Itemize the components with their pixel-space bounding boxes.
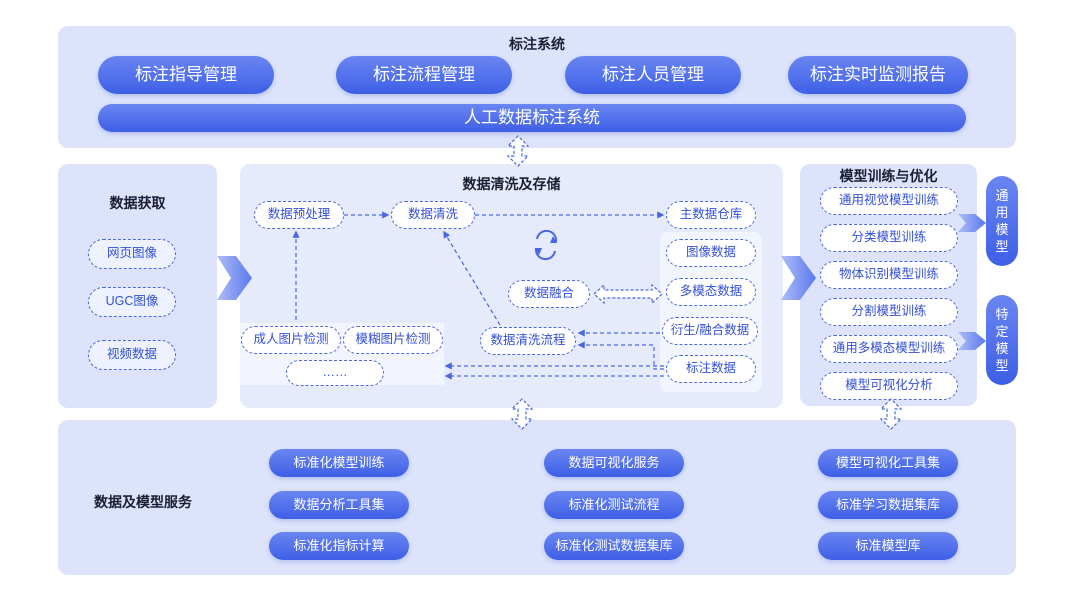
data-cleaning-title: 数据清洗及存储	[462, 176, 561, 192]
annotation-system-title: 标注系统	[509, 36, 565, 52]
object-detect-train[interactable]: 物体识别模型训练	[820, 261, 958, 289]
derived-node[interactable]: 衍生/融合数据	[662, 317, 758, 345]
video-data-source[interactable]: 视频数据	[88, 340, 176, 370]
general-model-tab[interactable]: 通 用 模 型	[986, 176, 1018, 266]
std-test-flow-button[interactable]: 标准化测试流程	[544, 491, 684, 519]
general-model-char-3: 模	[995, 222, 1009, 237]
data-visual-service-button[interactable]: 数据可视化服务	[544, 449, 684, 477]
warehouse-node[interactable]: 主数据仓库	[666, 201, 756, 229]
general-model-char-2: 用	[995, 205, 1009, 220]
general-vision-train[interactable]: 通用视觉模型训练	[820, 187, 958, 215]
multimodal-node[interactable]: 多模态数据	[666, 278, 756, 306]
ugc-image-source[interactable]: UGC图像	[88, 287, 176, 317]
service-title: 数据及模型服务	[94, 494, 192, 510]
image-data-node[interactable]: 图像数据	[666, 239, 756, 267]
data-acquisition-title: 数据获取	[109, 195, 166, 211]
specific-model-char-3: 模	[995, 341, 1009, 356]
fusion-node[interactable]: 数据融合	[508, 280, 590, 308]
flow-node[interactable]: 数据清洗流程	[480, 327, 576, 355]
model-visual-tools-button[interactable]: 模型可视化工具集	[818, 449, 958, 477]
std-test-dataset-button[interactable]: 标准化测试数据集库	[544, 532, 684, 560]
label-data-node[interactable]: 标注数据	[666, 355, 756, 383]
std-model-train-button[interactable]: 标准化模型训练	[269, 449, 409, 477]
blur-detect-node[interactable]: 模糊图片检测	[343, 326, 443, 354]
annotation-flow-button[interactable]: 标注流程管理	[336, 56, 512, 94]
annotation-guide-button[interactable]: 标注指导管理	[98, 56, 274, 94]
specific-model-tab[interactable]: 特 定 模 型	[986, 295, 1018, 385]
annotation-system-panel: 标注系统 标注指导管理 标注流程管理 标注人员管理 标注实时监测报告 人工数据标…	[58, 26, 1016, 148]
segmentation-train[interactable]: 分割模型训练	[820, 298, 958, 326]
specific-model-char-2: 定	[995, 324, 1009, 339]
web-image-source[interactable]: 网页图像	[88, 239, 176, 269]
data-acquisition-panel: 数据获取 网页图像 UGC图像 视频数据	[58, 164, 217, 408]
multimodal-train[interactable]: 通用多模态模型训练	[820, 335, 958, 363]
model-visual-analysis[interactable]: 模型可视化分析	[820, 372, 958, 400]
std-learning-dataset-button[interactable]: 标准学习数据集库	[818, 491, 958, 519]
data-analysis-tools-button[interactable]: 数据分析工具集	[269, 491, 409, 519]
manual-annotation-bar[interactable]: 人工数据标注系统	[98, 104, 966, 132]
model-training-title: 模型训练与优化	[839, 168, 938, 184]
annotation-staff-button[interactable]: 标注人员管理	[565, 56, 741, 94]
specific-model-char-1: 特	[995, 307, 1009, 322]
specific-model-char-4: 型	[995, 358, 1009, 373]
preprocess-node[interactable]: 数据预处理	[254, 201, 344, 229]
annotation-monitor-button[interactable]: 标注实时监测报告	[788, 56, 968, 94]
std-metric-calc-button[interactable]: 标准化指标计算	[269, 532, 409, 560]
wash-node[interactable]: 数据清洗	[391, 201, 475, 229]
std-model-lib-button[interactable]: 标准模型库	[818, 532, 958, 560]
general-model-char-4: 型	[995, 239, 1009, 254]
general-model-char-1: 通	[995, 188, 1009, 203]
more-node[interactable]: ……	[286, 360, 384, 386]
classification-train[interactable]: 分类模型训练	[820, 224, 958, 252]
adult-detect-node[interactable]: 成人图片检测	[241, 326, 341, 354]
